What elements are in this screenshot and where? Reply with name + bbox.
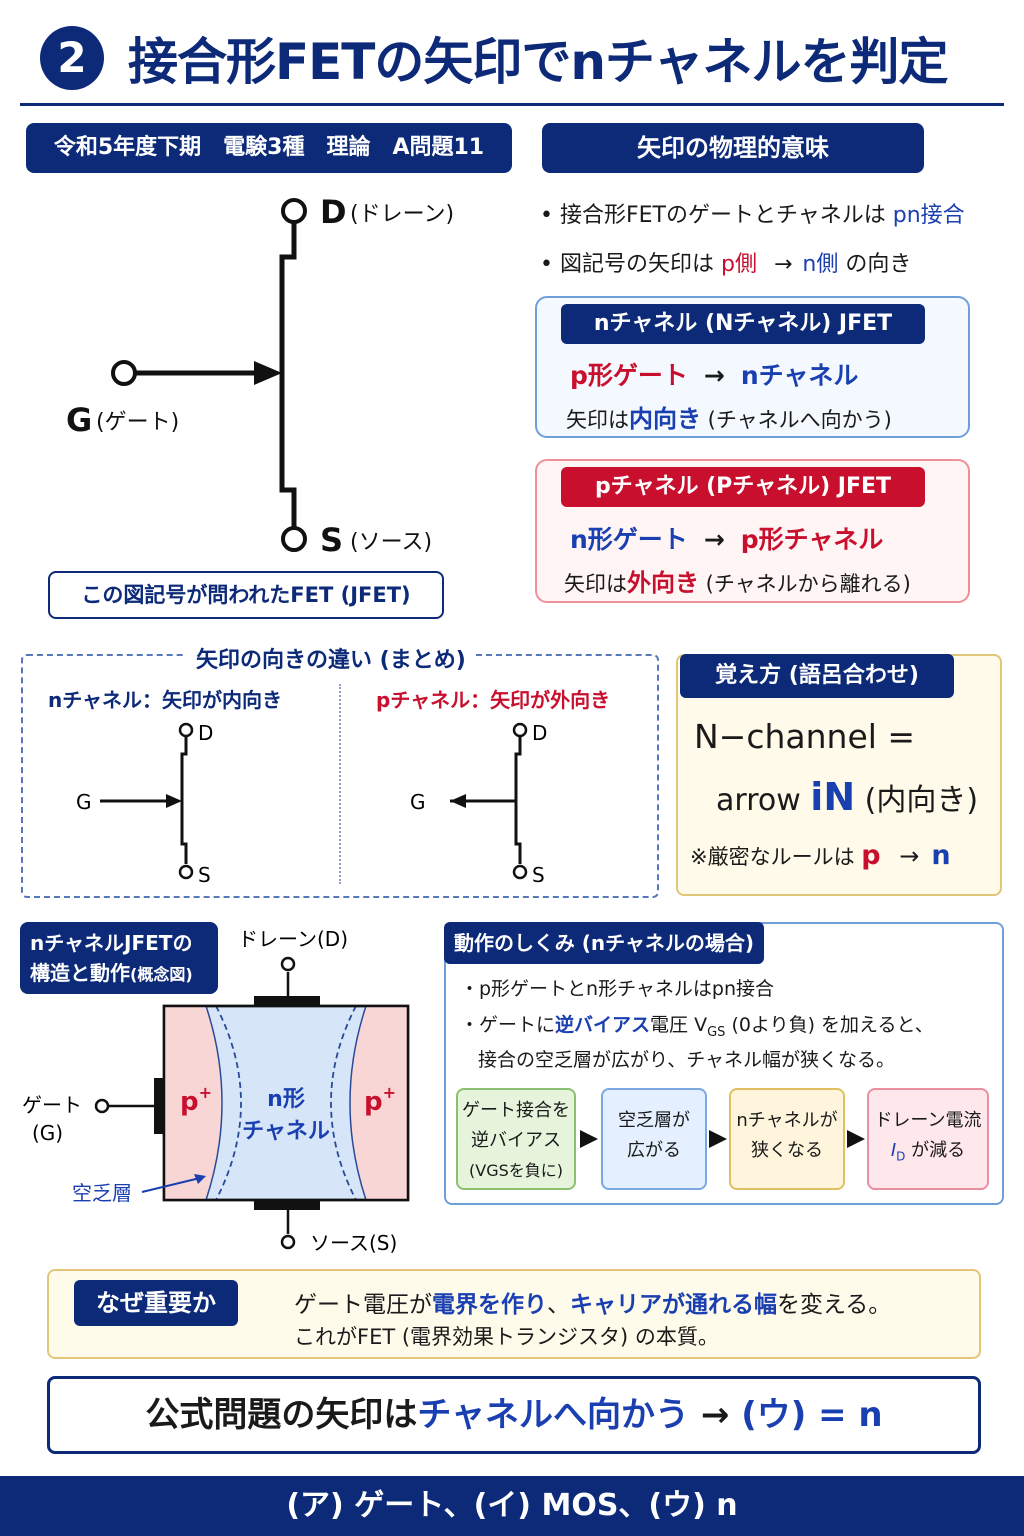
why-important-heading: なぜ重要か [74, 1280, 238, 1326]
mnemonic-line-2: arrow iN (内向き) [716, 775, 979, 819]
p-mini-s-label: S [532, 863, 545, 887]
meaning-bullet-1: • 接合形FETのゲートとチャネルは pn接合 [540, 203, 965, 228]
n-channel-relation: p形ゲート→nチャネル [570, 361, 859, 390]
gate-terminal-icon [111, 360, 137, 386]
outward-arrow-icon [450, 794, 466, 808]
title-underline [20, 103, 1004, 106]
page-title: 接合形FETの矢印でnチャネルを判定 [128, 33, 949, 91]
meaning-heading: 矢印の物理的意味 [542, 123, 924, 173]
channel-label-1: n形 [267, 1087, 305, 1112]
depletion-pointer-icon [194, 1174, 206, 1184]
flow-step-channel-narrows: nチャネルが狭くなる [729, 1088, 845, 1190]
drain-terminal-icon [280, 956, 296, 972]
meaning-bullet-2: • 図記号の矢印は p側 →n側 の向き [540, 252, 912, 277]
exam-label: 令和5年度下期 電験3種 理論 A問題11 [26, 123, 512, 173]
depletion-boundary-right [330, 1005, 357, 1201]
inward-arrow-icon [254, 361, 282, 385]
depletion-boundary-left [215, 1005, 242, 1201]
n-mini-d-label: D [198, 721, 213, 745]
n-mini-s-label: S [198, 863, 211, 887]
source-letter: S [320, 521, 343, 559]
flow-arrow-icon [580, 1130, 598, 1148]
operation-bullet-2: ・ゲートに逆バイアス電圧 VGS (0より負) を加えると、 [460, 1014, 934, 1040]
source-contact [254, 1200, 320, 1210]
mnemonic-line-1: N−channel = [694, 717, 916, 756]
jfet-symbol-diagram: D (ドレーン) G (ゲート) S (ソース) [66, 193, 454, 559]
right-p-region [350, 1006, 408, 1200]
p-mini-g-label: G [410, 790, 426, 814]
p-channel-card-title: pチャネル (Pチャネル) JFET [561, 467, 925, 507]
left-p-region [164, 1006, 222, 1200]
channel-line [279, 223, 297, 527]
flow-step-reverse-bias: ゲート接合を逆バイアス(VGSを負に) [456, 1088, 576, 1190]
p-channel-direction: 矢印は外向き (チャネルから離れる) [564, 569, 911, 597]
operation-bullet-1: ・p形ゲートとn形チャネルはpn接合 [460, 978, 775, 1000]
conclusion-box: 公式問題の矢印はチャネルへ向かう → (ウ) = n [47, 1376, 981, 1454]
why-line-2: これがFET (電界効果トランジスタ) の本質。 [294, 1325, 719, 1349]
p-channel-relation: n形ゲート→p形チャネル [570, 525, 884, 554]
flow-step-current-decreases: ドレーン電流 ID が減る [867, 1088, 989, 1190]
mnemonic-note: ※厳密なルールは p →n [690, 840, 951, 871]
n-mini-g-label: G [76, 790, 92, 814]
source-name: (ソース) [350, 530, 432, 555]
section-number-badge: 2 [40, 26, 104, 90]
flow-step-depletion-widens: 空乏層が広がる [601, 1088, 707, 1190]
drain-letter: D [320, 193, 347, 231]
structure-drain-label: ドレーン(D) [238, 927, 348, 951]
source-terminal-icon [280, 1234, 296, 1250]
flow-arrow-icon [709, 1130, 727, 1148]
structure-heading: nチャネルJFETの 構造と動作(概念図) [20, 922, 218, 994]
drain-terminal-icon [281, 198, 307, 224]
gate-letter: G [66, 401, 92, 439]
operation-heading: 動作のしくみ (nチャネルの場合) [444, 922, 764, 964]
p-channel-mini-symbol: D G S [410, 721, 547, 887]
n-channel-direction: 矢印は内向き (チャネルへ向かう) [566, 405, 892, 433]
jfet-structure-diagram: ドレーン(D) ゲート (G) p+ p+ n形 チャネル 空乏層 ソース(S) [22, 927, 410, 1255]
right-p-plus-label: p+ [364, 1083, 396, 1117]
gate-terminal-icon [94, 1098, 110, 1114]
gate-name: (ゲート) [96, 410, 179, 435]
drain-name: (ドレーン) [350, 202, 454, 227]
structure-gate-label-2: (G) [32, 1121, 63, 1145]
flow-arrow-icon [847, 1130, 865, 1148]
gate-contact [154, 1078, 164, 1134]
summary-divider [339, 684, 341, 884]
left-p-plus-label: p+ [180, 1083, 212, 1117]
n-channel-card-title: nチャネル (Nチャネル) JFET [561, 304, 925, 344]
channel-label-2: チャネル [242, 1119, 330, 1144]
depletion-label: 空乏層 [72, 1181, 132, 1205]
p-mini-d-label: D [532, 721, 547, 745]
summary-n-caption: nチャネル：矢印が内向き [48, 688, 283, 712]
summary-p-caption: pチャネル：矢印が外向き [376, 688, 611, 712]
symbol-caption: この図記号が問われたFET (JFET) [48, 571, 444, 619]
drain-contact [254, 996, 320, 1006]
structure-source-label: ソース(S) [310, 1231, 397, 1255]
structure-gate-label-1: ゲート [22, 1093, 82, 1117]
summary-title: 矢印の向きの違い (まとめ) [186, 642, 476, 674]
operation-bullet-3: 接合の空乏層が広がり、チャネル幅が狭くなる。 [478, 1049, 896, 1071]
source-terminal-icon [281, 526, 307, 552]
n-channel-mini-symbol: D G S [76, 721, 213, 887]
answer-bar: (ア) ゲート、(イ) MOS、(ウ) n [0, 1476, 1024, 1536]
mnemonic-heading: 覚え方 (語呂合わせ) [680, 654, 954, 698]
why-line-1: ゲート電圧が電界を作り、キャリアが通れる幅を変える。 [294, 1292, 892, 1318]
inward-arrow-icon [166, 794, 182, 808]
